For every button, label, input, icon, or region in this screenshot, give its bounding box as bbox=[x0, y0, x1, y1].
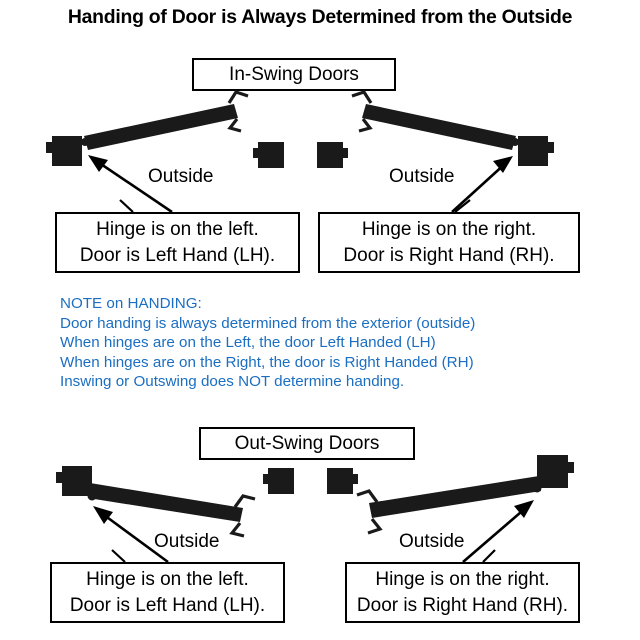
door-leaf-inswing-right bbox=[362, 104, 516, 150]
hinge-jamb-block-inswing-left bbox=[52, 136, 82, 166]
jamb-stop-inswing-center-left bbox=[253, 148, 259, 158]
section-header-in-swing: In-Swing Doors bbox=[192, 58, 396, 91]
jamb-block-inswing-center-left bbox=[258, 142, 284, 168]
pointer-arrowhead-outswing-right bbox=[514, 500, 534, 518]
note-line-2: When hinges are on the Left, the door Le… bbox=[60, 334, 436, 352]
center-jambs-outswing bbox=[263, 468, 358, 494]
callout-inswing-left: Hinge is on the left. Door is Left Hand … bbox=[55, 212, 300, 273]
hinge-pivot-outswing-left bbox=[87, 491, 97, 501]
door-leaf-outswing-left bbox=[88, 483, 243, 522]
callout-leader-inswing-left bbox=[119, 199, 134, 213]
pointer-line-outswing-right bbox=[462, 505, 529, 563]
door-outswing-right bbox=[356, 455, 574, 563]
door-inswing-left bbox=[46, 90, 249, 214]
jamb-stop-outswing-center-left bbox=[263, 474, 269, 484]
jamb-stop-inswing-left bbox=[46, 142, 53, 153]
door-leaf-outswing-right bbox=[369, 476, 541, 518]
callout-outswing-left-line2: Door is Left Hand (LH). bbox=[69, 594, 266, 616]
callout-outswing-left: Hinge is on the left. Door is Left Hand … bbox=[50, 562, 285, 623]
jamb-block-outswing-center-left bbox=[268, 468, 294, 494]
callout-inswing-right-line2: Door is Right Hand (RH). bbox=[343, 244, 555, 266]
hinge-jamb-block-outswing-left bbox=[62, 466, 92, 496]
jamb-block-inswing-center-right bbox=[317, 142, 343, 168]
outside-label-inswing-right: Outside bbox=[389, 166, 455, 187]
door-lever-handle-lower-inswing-left bbox=[227, 118, 242, 133]
pointer-arrowhead-outswing-left bbox=[93, 506, 113, 524]
jamb-stop-inswing-right bbox=[547, 142, 554, 153]
outside-label-inswing-left: Outside bbox=[148, 166, 214, 187]
pointer-line-inswing-right bbox=[451, 161, 508, 213]
callout-inswing-right-line1: Hinge is on the right. bbox=[361, 219, 537, 241]
jamb-stop-outswing-left bbox=[56, 472, 63, 483]
center-jambs-inswing bbox=[253, 142, 348, 168]
handing-note-block: NOTE on HANDING: Door handing is always … bbox=[60, 294, 600, 392]
pointer-arrowhead-inswing-right bbox=[493, 156, 513, 173]
hinge-pivot-inswing-left bbox=[81, 138, 89, 146]
callout-inswing-left-line1: Hinge is on the left. bbox=[96, 219, 259, 241]
pointer-arrowhead-inswing-left bbox=[88, 155, 108, 172]
jamb-stop-outswing-center-right bbox=[352, 474, 358, 484]
hinge-pivot-outswing-right bbox=[532, 483, 542, 493]
note-heading: NOTE on HANDING: bbox=[60, 295, 202, 312]
note-line-1: Door handing is always determined from t… bbox=[60, 314, 476, 332]
section-header-out-swing-label: Out-Swing Doors bbox=[234, 432, 380, 454]
page-title: Handing of Door is Always Determined fro… bbox=[67, 6, 573, 28]
hinge-pivot-inswing-right bbox=[511, 138, 519, 146]
callout-leader-outswing-right bbox=[482, 549, 496, 563]
door-lever-handle-upper-outswing-right bbox=[356, 489, 379, 503]
door-lever-handle-upper-inswing-left bbox=[227, 90, 249, 104]
jamb-block-outswing-center-right bbox=[327, 468, 353, 494]
callout-outswing-right: Hinge is on the right. Door is Right Han… bbox=[345, 562, 580, 623]
callout-outswing-left-line1: Hinge is on the left. bbox=[86, 569, 249, 591]
hinge-jamb-block-outswing-right bbox=[537, 455, 568, 488]
door-lever-handle-upper-inswing-right bbox=[351, 90, 373, 104]
callout-leader-outswing-left bbox=[111, 549, 126, 563]
note-line-3: When hinges are on the Right, the door i… bbox=[60, 353, 474, 371]
hinge-jamb-block-inswing-right bbox=[518, 136, 548, 166]
door-lever-handle-lower-outswing-right bbox=[367, 518, 383, 535]
door-lever-handle-upper-outswing-left bbox=[233, 494, 256, 508]
door-lever-handle-lower-outswing-left bbox=[229, 522, 245, 538]
door-lever-handle-lower-inswing-right bbox=[358, 118, 373, 133]
jamb-stop-inswing-center-right bbox=[342, 148, 348, 158]
callout-outswing-right-line2: Door is Right Hand (RH). bbox=[356, 594, 569, 616]
outside-label-outswing-right: Outside bbox=[399, 531, 465, 552]
section-header-out-swing: Out-Swing Doors bbox=[199, 427, 415, 460]
callout-inswing-left-line2: Door is Left Hand (LH). bbox=[79, 244, 276, 266]
callout-inswing-right: Hinge is on the right. Door is Right Han… bbox=[318, 212, 580, 273]
callout-outswing-right-line1: Hinge is on the right. bbox=[375, 569, 550, 591]
callout-leader-inswing-right bbox=[454, 199, 471, 213]
outside-label-outswing-left: Outside bbox=[154, 531, 220, 552]
jamb-stop-outswing-right bbox=[567, 462, 574, 473]
section-header-in-swing-label: In-Swing Doors bbox=[229, 63, 359, 85]
door-inswing-right bbox=[351, 90, 554, 213]
note-line-4: Inswing or Outswing does NOT determine h… bbox=[60, 373, 405, 391]
door-leaf-inswing-left bbox=[84, 104, 238, 150]
